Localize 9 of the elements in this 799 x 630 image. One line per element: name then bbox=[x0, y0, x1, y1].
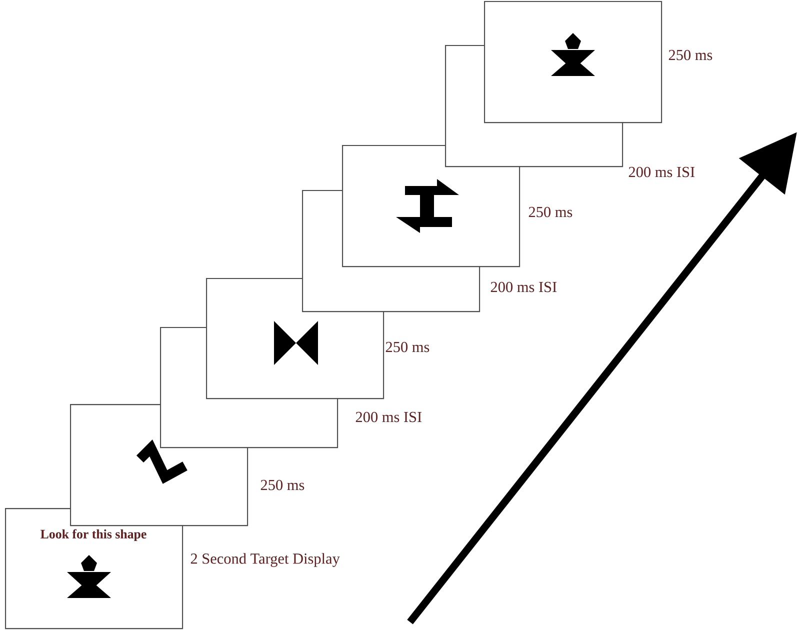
duration-label: 250 ms bbox=[668, 50, 712, 60]
screen-frame bbox=[484, 1, 662, 124]
duration-label: 250 ms bbox=[386, 342, 430, 352]
duration-label: 200 ms ISI bbox=[356, 412, 422, 422]
duration-label: 250 ms bbox=[528, 206, 572, 218]
duration-label: 200 ms ISI bbox=[490, 282, 557, 292]
duration-label: 2 Second Target Display bbox=[190, 553, 340, 567]
duration-label: 250 ms bbox=[260, 480, 304, 490]
duration-label: 200 ms ISI bbox=[628, 166, 695, 178]
